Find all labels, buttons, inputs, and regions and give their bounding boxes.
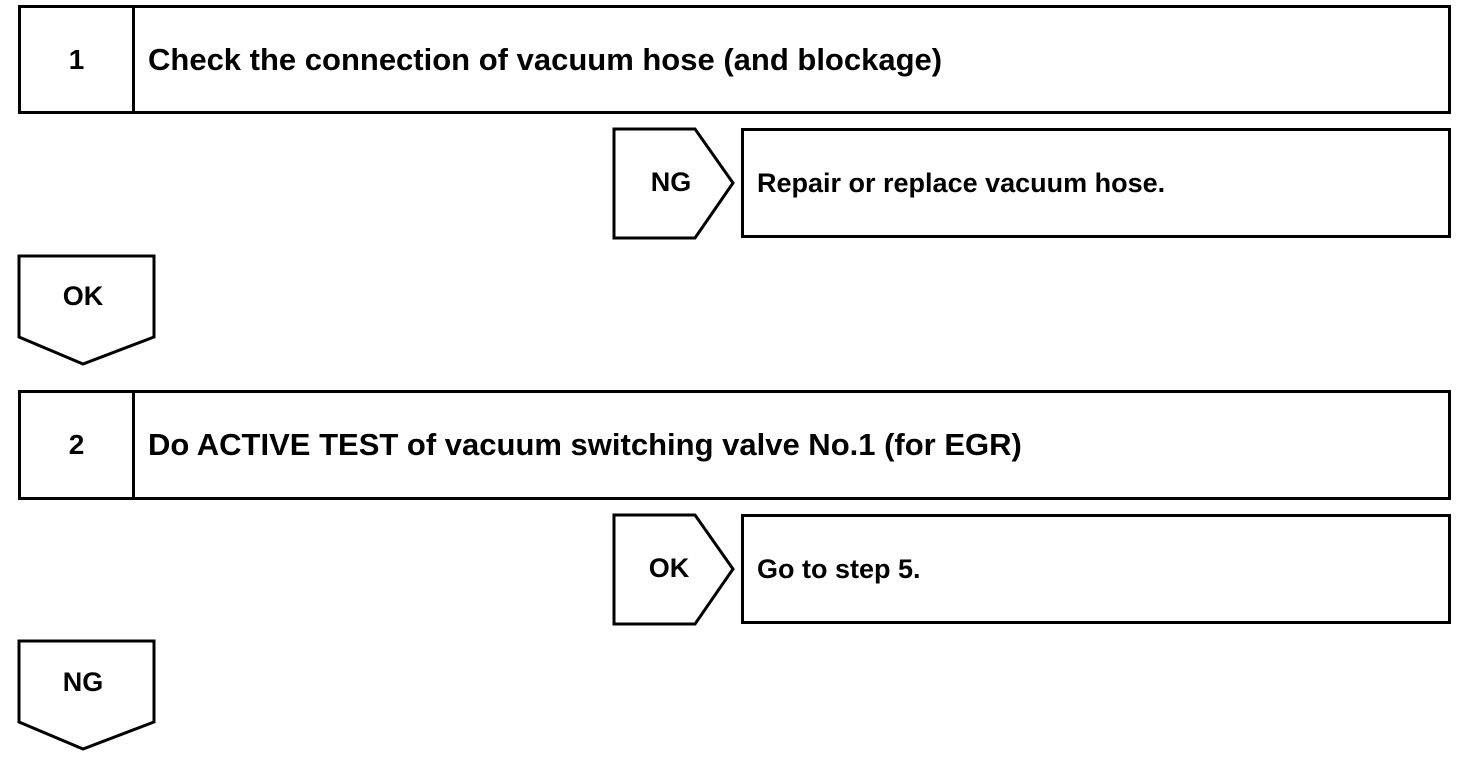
continue-2-arrow-tag (17, 639, 156, 751)
step-1-title: Check the connection of vacuum hose (and… (148, 41, 943, 77)
branch-2-tag: OK (648, 553, 690, 583)
branch-1-result-box: Repair or replace vacuum hose. (741, 128, 1451, 238)
branch-1-tag: NG (650, 167, 692, 197)
step-2-box: 2 Do ACTIVE TEST of vacuum switching val… (18, 390, 1451, 500)
branch-2-result-box: Go to step 5. (741, 514, 1451, 624)
step-2-number: 2 (21, 393, 135, 497)
continue-1-arrow-tag (17, 254, 156, 366)
branch-1-arrow-tag (612, 127, 735, 240)
branch-2-arrow-tag (612, 513, 735, 626)
continue-2-tag: NG (62, 667, 104, 697)
step-1-box: 1 Check the connection of vacuum hose (a… (18, 5, 1451, 114)
step-2-title: Do ACTIVE TEST of vacuum switching valve… (148, 427, 1022, 462)
continue-1-tag: OK (62, 281, 104, 311)
step-1-number: 1 (21, 8, 135, 111)
